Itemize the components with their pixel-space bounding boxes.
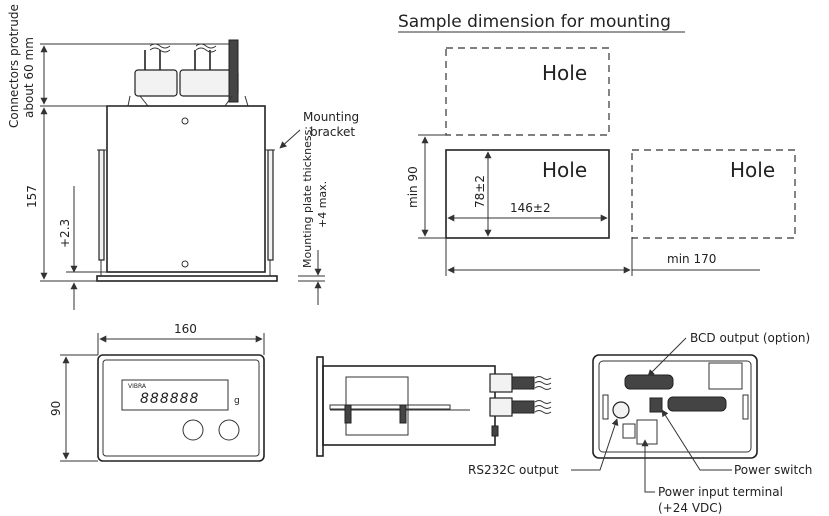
front-key-right	[218, 419, 240, 441]
plate-thickness-label-2: +4 max.	[316, 181, 329, 228]
front-view: 160 90 VIBRA 888888 g	[49, 322, 265, 462]
mounting-bracket	[97, 149, 275, 276]
mounting-diagram: Sample dimension for mounting Hole Hole …	[398, 12, 796, 276]
hole-right	[631, 149, 796, 239]
rear-label-plate	[708, 362, 743, 390]
connectors-protrude-label: Connectors protrude	[7, 4, 21, 128]
bcd-output-label: BCD output (option)	[690, 331, 810, 345]
hole-top-label: Hole	[542, 61, 587, 85]
rs232c-output-label: RS232C output	[468, 463, 559, 477]
side-view: Connectors protrude about 60 mm 157 +2.3…	[7, 4, 359, 310]
width-160-label: 160	[174, 322, 197, 336]
min-170-label: min 170	[667, 252, 716, 266]
power-input-terminal	[622, 423, 636, 439]
power-switch	[649, 397, 663, 413]
front-key-left	[182, 419, 204, 441]
hole-height-label: 78±2	[473, 175, 487, 208]
unit-label: g	[234, 396, 240, 406]
hole-right-label: Hole	[730, 158, 775, 182]
height-157-label: 157	[25, 185, 39, 208]
hole-main-label: Hole	[542, 158, 587, 182]
mounting-bracket-label-1: Mounting	[303, 110, 359, 124]
side-section-view	[316, 356, 552, 457]
plate-thickness-label-1: Mounting plate thickness:	[301, 126, 314, 268]
display-window	[121, 379, 229, 411]
connectors	[127, 39, 249, 107]
power-switch-label: Power switch	[734, 463, 812, 477]
rear-view: BCD output (option) RS232C output Power …	[468, 331, 812, 515]
brand-label: VIBRA	[128, 383, 147, 390]
connectors-about-label: about 60 mm	[22, 37, 36, 118]
front-plate	[96, 275, 278, 282]
height-90-label: 90	[49, 401, 63, 416]
rear-panel	[592, 354, 758, 459]
min-90-label: min 90	[406, 166, 420, 208]
offset-label: +2.3	[58, 219, 72, 248]
rs232c-port	[612, 401, 630, 419]
front-panel	[97, 354, 265, 462]
mounting-title: Sample dimension for mounting	[398, 12, 671, 32]
unit-body	[106, 105, 266, 273]
display-readout: 888888	[140, 391, 199, 407]
bcd-connector	[624, 374, 674, 390]
hole-main	[445, 149, 610, 239]
power-input-label-2: (+24 VDC)	[658, 501, 722, 515]
section-front-plate	[316, 356, 324, 457]
mounting-bracket-label-2: bracket	[310, 125, 355, 139]
rs-connector-right	[667, 396, 727, 412]
hole-width-label: 146±2	[510, 201, 551, 215]
power-input-label-1: Power input terminal	[658, 485, 783, 499]
hole-top	[445, 47, 610, 136]
